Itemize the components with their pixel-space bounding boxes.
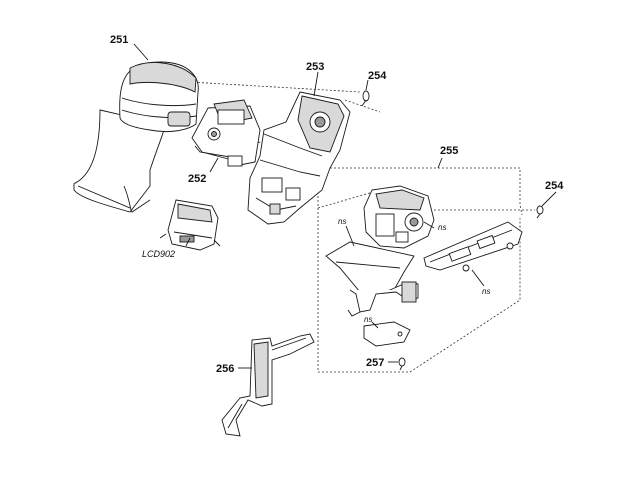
part-252-frame-unit (191, 99, 261, 167)
label-255: 255 (440, 145, 458, 157)
label-252: 252 (188, 173, 206, 185)
part-256-flex-cable (221, 333, 315, 437)
part-254-screw-right (536, 205, 544, 219)
label-257: 257 (366, 357, 384, 369)
label-253: 253 (306, 61, 324, 73)
part-255-sub-assembly (325, 185, 523, 371)
label-254-upper: 254 (368, 70, 387, 82)
label-lcd902: LCD902 (142, 249, 175, 259)
part-251-housing-cover (73, 61, 199, 213)
part-254-screw-upper (361, 90, 370, 107)
label-ns-rail: ns (482, 287, 490, 296)
leader-lines (133, 43, 557, 369)
label-251: 251 (110, 34, 128, 46)
part-253-chassis (247, 91, 351, 225)
label-ns-plate: ns (338, 217, 346, 226)
label-254-right: 254 (545, 180, 564, 192)
part-lcd902-module (159, 199, 221, 251)
label-ns-mechanism: ns (438, 223, 446, 232)
label-ns-small-part: ns (364, 315, 372, 324)
label-256: 256 (216, 363, 234, 375)
